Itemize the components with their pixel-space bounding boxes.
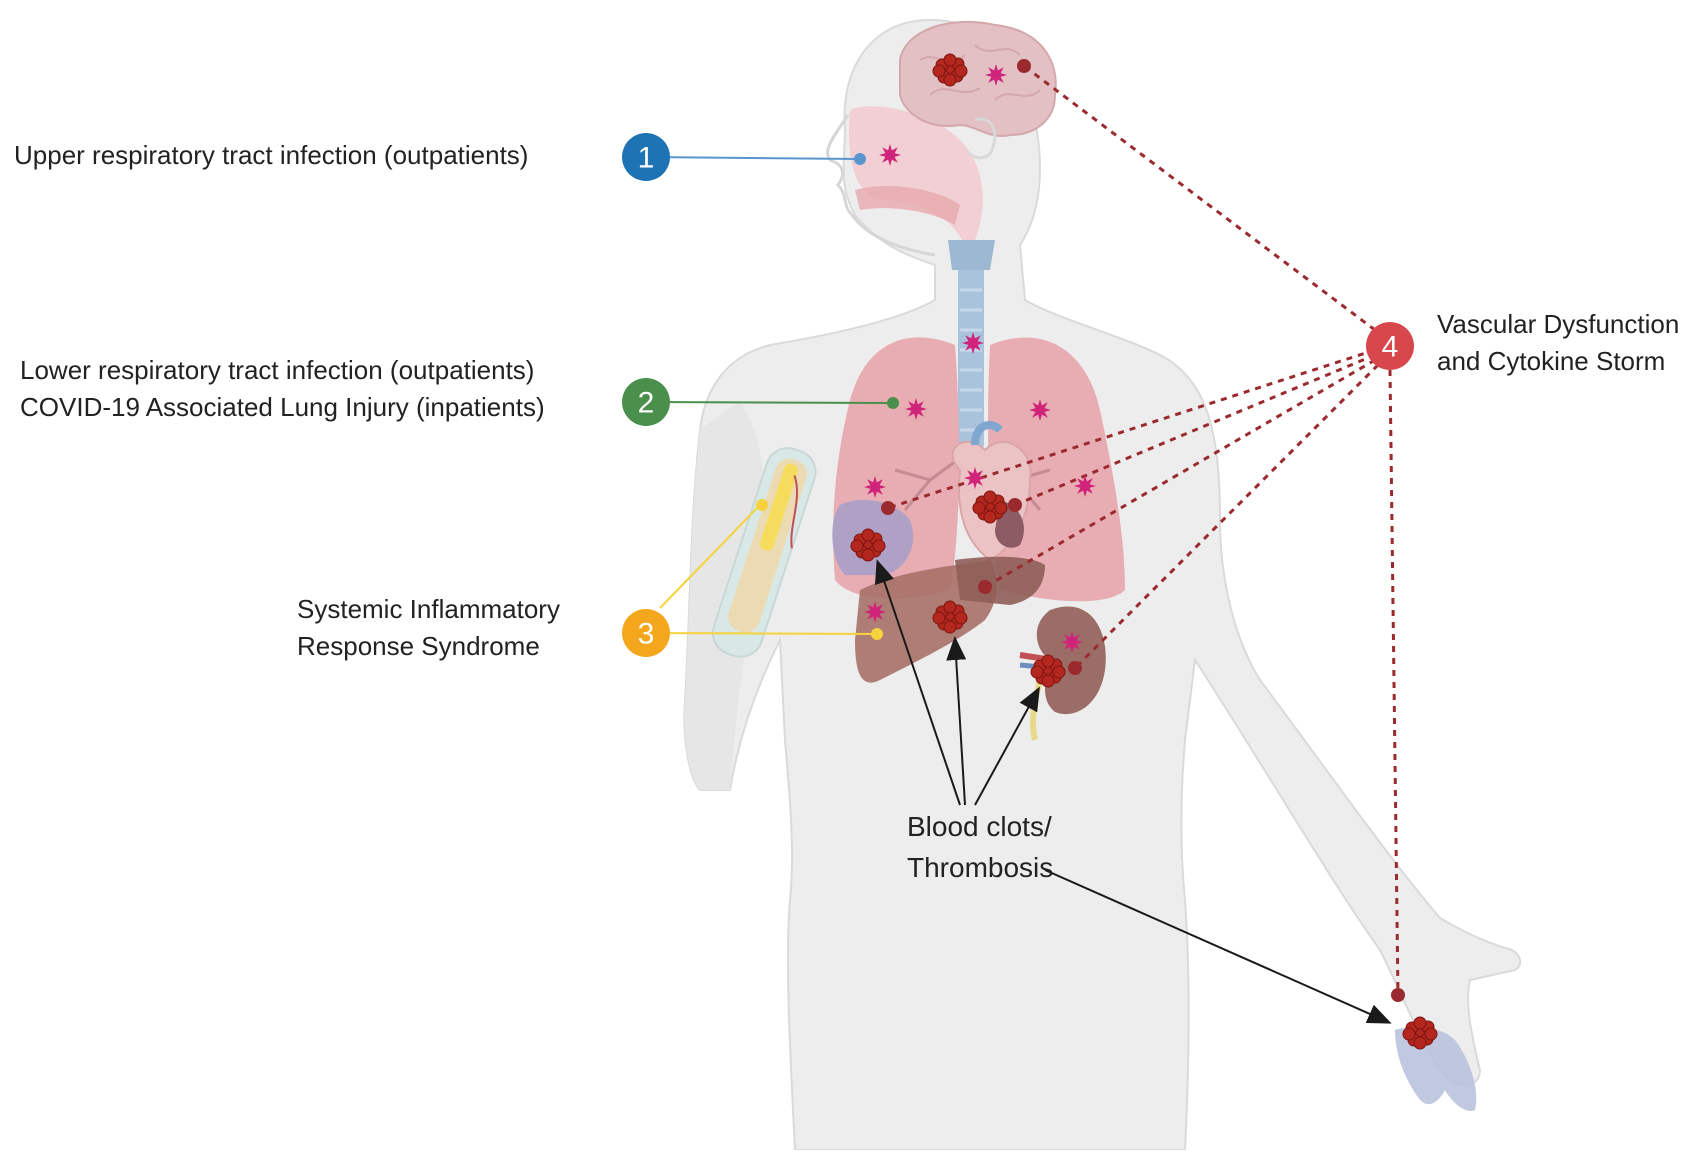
dot-hand — [1391, 988, 1405, 1002]
virus-icon — [962, 332, 984, 354]
dot-nose — [854, 153, 866, 165]
label-upper-respiratory: Upper respiratory tract infection (outpa… — [14, 137, 528, 174]
virus-icon — [964, 467, 986, 489]
label-vascular-dysfunction: Vascular Dysfunction and Cytokine Storm — [1437, 306, 1679, 380]
dot-liver — [978, 580, 992, 594]
label-4-line-2: and Cytokine Storm — [1437, 343, 1679, 380]
badge-2-number: 2 — [638, 387, 655, 420]
label-3-line-1: Systemic Inflammatory — [297, 591, 560, 628]
virus-icon — [1029, 399, 1051, 421]
label-2-line-2: COVID-19 Associated Lung Injury (inpatie… — [20, 389, 545, 426]
virus-icon — [879, 144, 901, 166]
virus-icon — [985, 64, 1007, 86]
connector-2 — [646, 402, 893, 403]
label-3-line-2: Response Syndrome — [297, 628, 560, 665]
virus-icon — [905, 398, 927, 420]
badge-3-number: 3 — [638, 618, 655, 651]
larynx — [948, 240, 995, 270]
badge-1-number: 1 — [638, 142, 655, 175]
dot-kidney — [1068, 661, 1082, 675]
badge-4: 4 — [1366, 322, 1414, 370]
label-blood-clots: Blood clots/ Thrombosis — [907, 806, 1053, 888]
label-lower-respiratory: Lower respiratory tract infection (outpa… — [20, 352, 545, 426]
label-4-line-1: Vascular Dysfunction — [1437, 306, 1679, 343]
badge-4-number: 4 — [1382, 331, 1399, 364]
dot-lung — [887, 397, 899, 409]
dot-lung-red — [881, 501, 895, 515]
badge-2: 2 — [622, 378, 670, 426]
connector-4-brain — [1024, 66, 1375, 330]
virus-icon — [864, 601, 886, 623]
connector-3-liver — [646, 633, 877, 634]
badge-3: 3 — [622, 609, 670, 657]
label-2-line-1: Lower respiratory tract infection (outpa… — [20, 352, 545, 389]
label-clots-line-1: Blood clots/ — [907, 806, 1053, 847]
dot-heart — [1008, 498, 1022, 512]
label-clots-line-2: Thrombosis — [907, 847, 1053, 888]
dot-liver-yellow — [871, 628, 883, 640]
badge-1: 1 — [622, 133, 670, 181]
dot-brain — [1017, 59, 1031, 73]
virus-icon — [1074, 475, 1096, 497]
virus-icon — [1061, 631, 1083, 653]
label-1-line-1: Upper respiratory tract infection (outpa… — [14, 137, 528, 174]
label-systemic-inflammatory: Systemic Inflammatory Response Syndrome — [297, 591, 560, 665]
virus-icon — [864, 476, 886, 498]
dot-vessel — [756, 499, 768, 511]
